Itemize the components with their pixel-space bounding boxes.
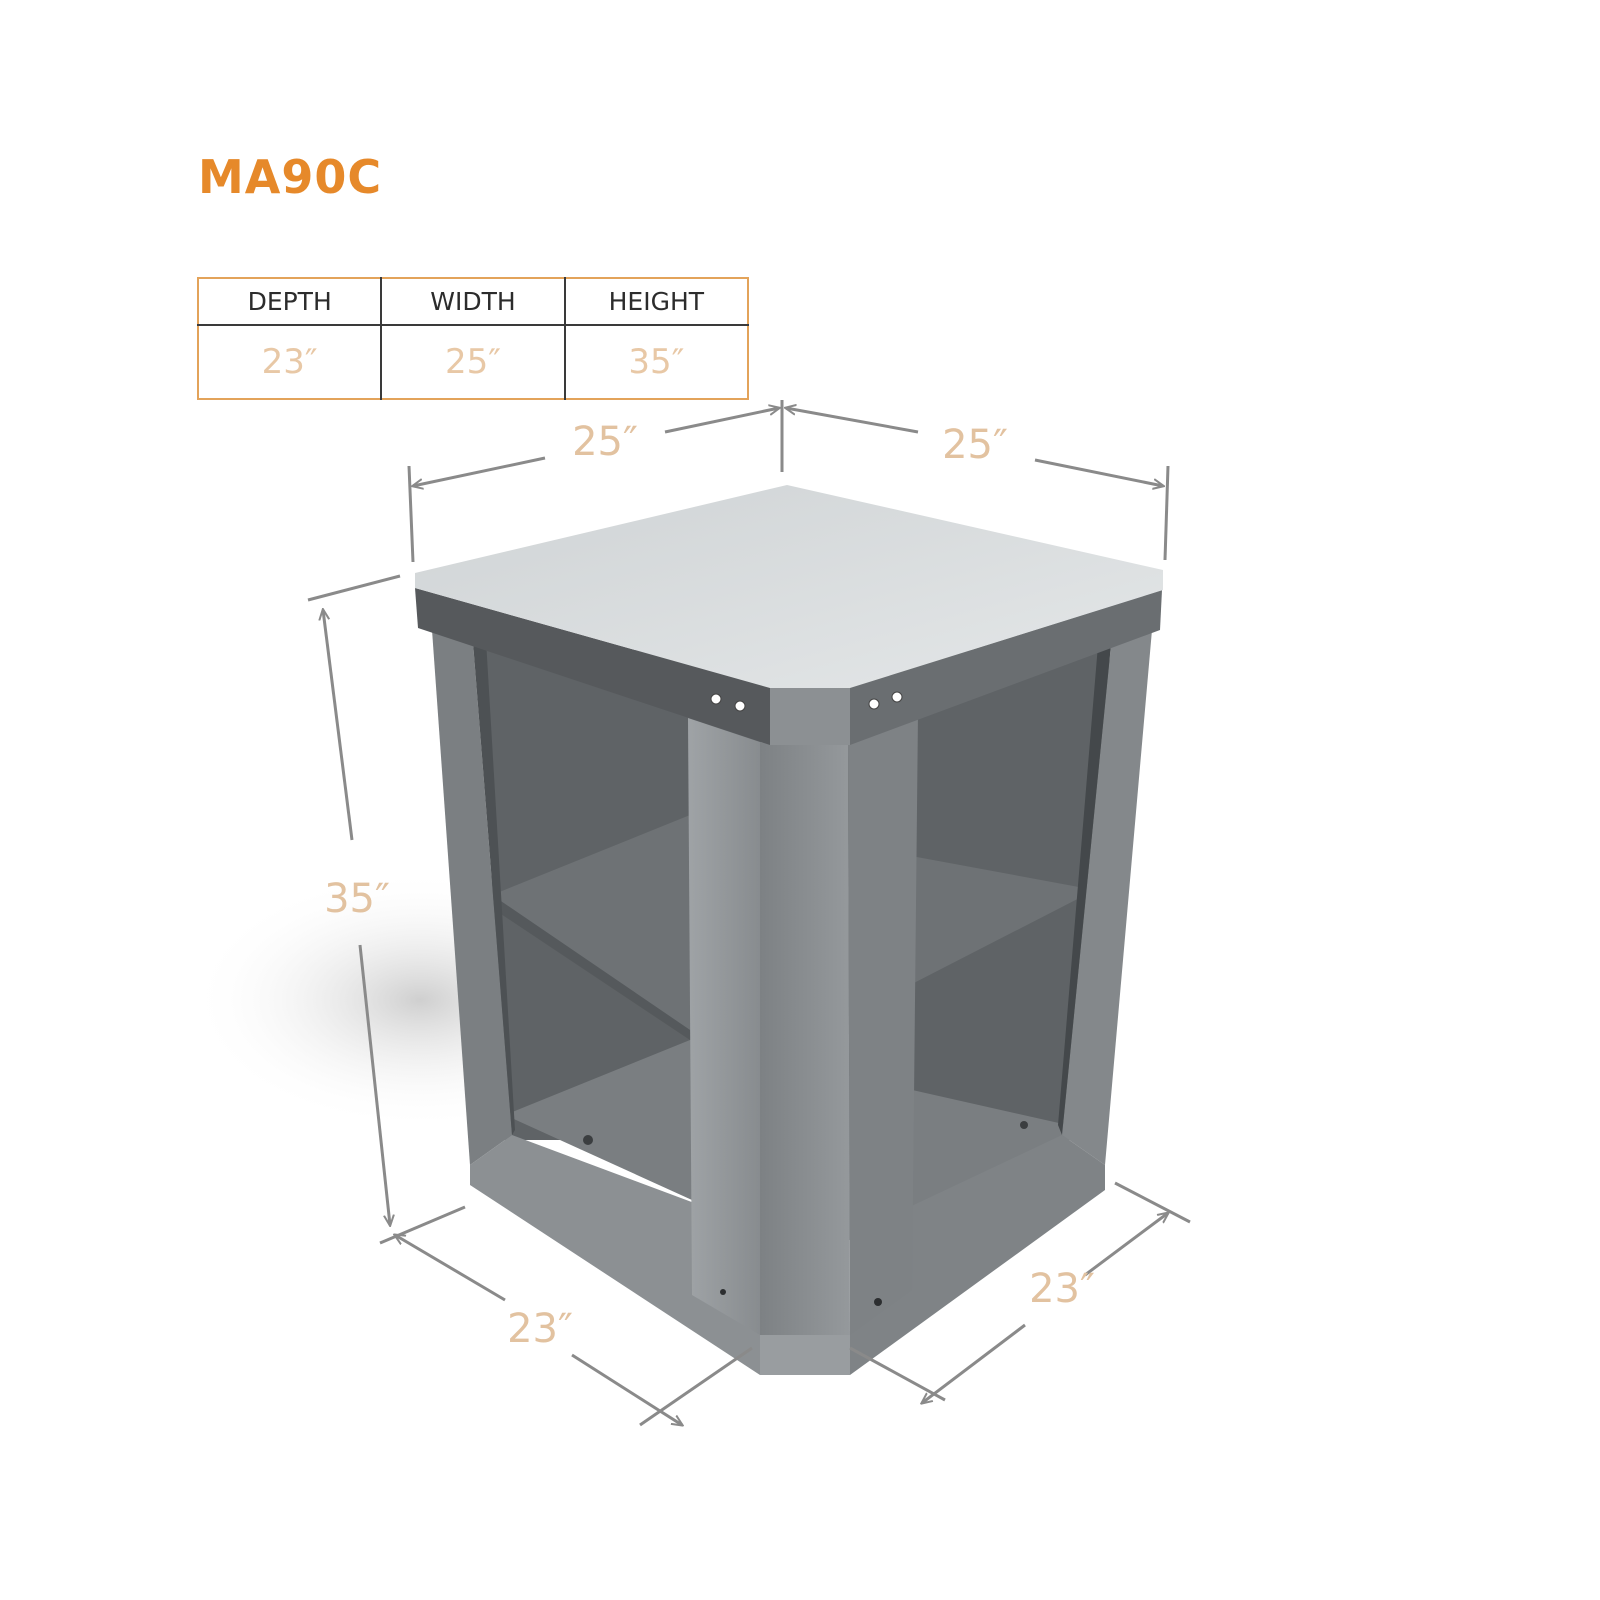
right-post-inner [1058,635,1112,1135]
spec-header-height: HEIGHT [564,278,748,326]
ext-line-depth-right [849,1346,946,1402]
bolt-hole [734,700,746,712]
ext-line-depth-far [1114,1181,1191,1224]
dim-arrow-height-a [323,610,354,841]
dim-label-height: 35″ [324,876,390,922]
countertop-left-edge [415,588,770,745]
spec-header-width: WIDTH [381,278,566,326]
dim-arrow-top-right-b [1034,458,1163,486]
bolt-hole [710,693,722,705]
dim-label-top-right-width: 25″ [942,422,1008,468]
dim-arrow-height-b [358,944,390,1225]
base-skirt-right [850,1135,1105,1375]
dim-arrow-top-right-a [786,408,919,434]
dim-arrow-depth-left-a [395,1235,506,1302]
left-post-inner [472,630,515,1135]
spec-value-depth: 23″ [198,325,383,399]
front-post-right-face [848,712,918,1335]
bolt-hole [868,698,880,710]
front-post-left-face [688,718,760,1335]
countertop-right-edge [850,590,1162,745]
product-title: MA90C [198,150,383,204]
ext-line-top-right [1163,465,1170,561]
ext-line-top-left [407,465,415,563]
dimension-spec-table: DEPTH WIDTH HEIGHT 23″ 25″ 35″ [197,277,749,400]
base-skirt-left [470,1135,780,1375]
ext-line-height-top [307,574,401,602]
ext-line-depth-left [639,1346,753,1427]
bolt-hole [891,691,903,703]
base-skirt-corner [760,1335,850,1375]
dim-arrow-depth-right-b [1084,1213,1168,1277]
base-screw [720,1289,726,1295]
dimension-lines [307,400,1191,1427]
floor-bolt [583,1135,593,1145]
ext-line-height-bottom [379,1205,466,1245]
spec-header-row: DEPTH WIDTH HEIGHT [198,278,748,326]
dim-arrow-depth-right-a [922,1323,1026,1403]
spec-header-depth: DEPTH [198,278,383,326]
dim-label-bottom-right-depth: 23″ [1029,1266,1095,1312]
spec-value-row: 23″ 25″ 35″ [198,325,748,399]
front-post-front-face [760,742,850,1335]
middle-shelf-lip [492,895,690,1040]
dim-arrow-top-left-a [413,456,546,486]
dim-label-top-left-width: 25″ [572,419,638,465]
base-screw [874,1298,882,1306]
floor-bolt [1020,1121,1028,1129]
countertop-corner-edge [770,688,850,745]
dim-arrow-top-left-b [664,408,779,434]
dim-arrow-depth-left-b [571,1353,682,1425]
countertop-surface [415,485,1163,688]
spec-value-width: 25″ [381,325,566,399]
right-post-front [1062,630,1152,1165]
dim-label-bottom-left-depth: 23″ [507,1306,573,1352]
spec-value-height: 35″ [628,342,685,382]
left-post-front [432,630,512,1165]
